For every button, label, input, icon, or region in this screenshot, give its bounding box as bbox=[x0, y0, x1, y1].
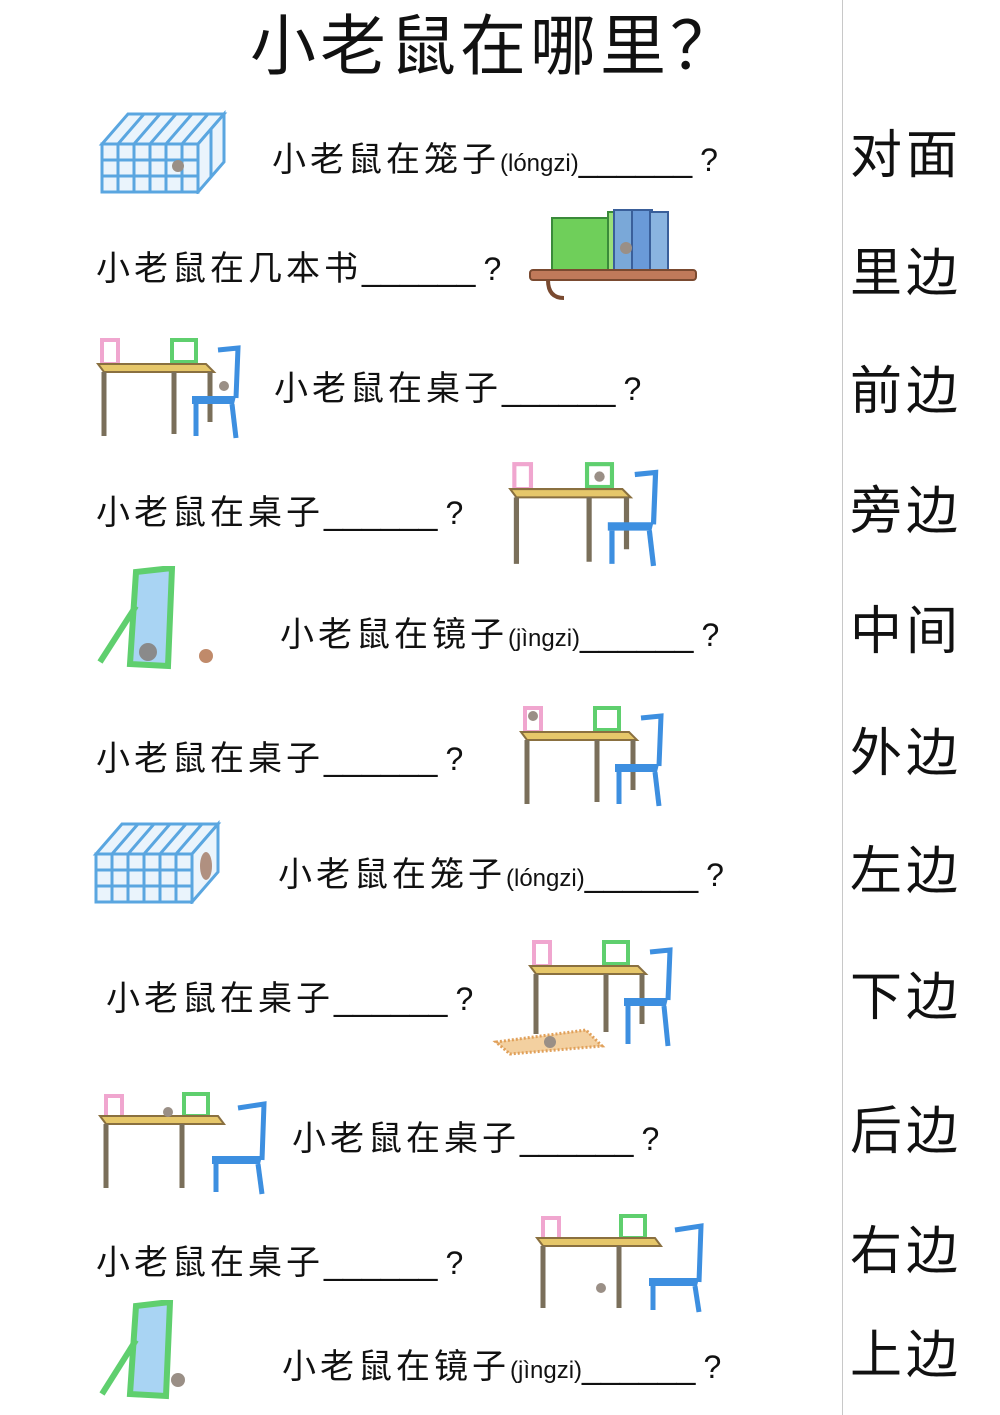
sentence-3: 小老鼠在桌子______? bbox=[274, 372, 641, 406]
mouse-icon bbox=[528, 711, 538, 721]
mouse-icon bbox=[139, 643, 157, 661]
question-mark: ? bbox=[445, 495, 464, 531]
answer-blank[interactable]: ______ bbox=[324, 740, 438, 778]
word-bank-item-7: 左边 bbox=[850, 842, 963, 902]
question-mark: ? bbox=[623, 371, 642, 407]
word-bank-item-6: 外边 bbox=[850, 724, 963, 784]
sentence-text: 小老鼠在笼子 bbox=[272, 140, 500, 180]
sentence-text: 小老鼠在桌子 bbox=[96, 739, 324, 779]
table-with-chairs-icon bbox=[508, 462, 659, 567]
mouse-icon bbox=[163, 1107, 173, 1117]
question-mark: ? bbox=[483, 251, 502, 287]
sentence-text: 小老鼠在桌子 bbox=[96, 493, 324, 533]
page-title: 小老鼠在哪里？ bbox=[250, 8, 740, 85]
sentence-pinyin: (jìngzi) bbox=[510, 1357, 583, 1384]
mouse-icon bbox=[219, 381, 229, 391]
answer-blank[interactable]: ______ bbox=[520, 1120, 634, 1158]
sentence-7: 小老鼠在笼子(lóngzi)______? bbox=[278, 858, 724, 892]
sentence-text: 小老鼠在几本书 bbox=[96, 249, 362, 289]
word-bank-item-2: 里边 bbox=[850, 244, 963, 304]
mouse-icon bbox=[199, 649, 213, 663]
mouse-icon bbox=[172, 160, 184, 172]
sentence-pinyin: (jìngzi) bbox=[508, 625, 581, 652]
mouse-icon bbox=[171, 1373, 185, 1387]
answer-blank[interactable]: ______ bbox=[324, 494, 438, 532]
books-on-shelf-icon bbox=[529, 209, 697, 300]
mouse-icon bbox=[594, 471, 605, 482]
word-bank-item-3: 前边 bbox=[850, 362, 963, 422]
sentence-9: 小老鼠在桌子______? bbox=[292, 1122, 659, 1156]
sentence-6: 小老鼠在桌子______? bbox=[96, 742, 463, 776]
word-bank-item-5: 中间 bbox=[850, 602, 963, 662]
sentence-11: 小老鼠在镜子(jìngzi)______? bbox=[282, 1350, 721, 1384]
word-bank-item-10: 右边 bbox=[850, 1222, 963, 1282]
answer-blank[interactable]: ______ bbox=[362, 250, 476, 288]
mouse-icon bbox=[200, 852, 212, 880]
sentence-text: 小老鼠在桌子 bbox=[274, 369, 502, 409]
sentence-8: 小老鼠在桌子______? bbox=[106, 982, 473, 1016]
answer-blank[interactable]: ______ bbox=[334, 980, 448, 1018]
sentence-text: 小老鼠在镜子 bbox=[282, 1347, 510, 1387]
table-with-chairs-icon bbox=[492, 940, 673, 1056]
mouse-icon bbox=[596, 1283, 606, 1293]
question-mark: ? bbox=[701, 617, 720, 653]
table-with-chairs-icon bbox=[96, 338, 241, 439]
mouse-icon bbox=[544, 1036, 556, 1048]
sentence-4: 小老鼠在桌子______? bbox=[96, 496, 463, 530]
answer-blank[interactable]: ______ bbox=[578, 141, 693, 179]
sentence-text: 小老鼠在笼子 bbox=[278, 855, 506, 895]
sentence-pinyin: (lóngzi) bbox=[500, 150, 579, 177]
mirror-icon bbox=[97, 566, 213, 670]
question-mark: ? bbox=[703, 1349, 722, 1385]
sentence-5: 小老鼠在镜子(jìngzi)______? bbox=[280, 618, 719, 652]
answer-blank[interactable]: ______ bbox=[502, 370, 616, 408]
question-mark: ? bbox=[700, 142, 718, 178]
column-divider bbox=[842, 0, 843, 1415]
question-mark: ? bbox=[455, 981, 474, 1017]
cage-icon bbox=[92, 819, 222, 904]
mirror-icon bbox=[99, 1300, 185, 1400]
answer-blank[interactable]: ______ bbox=[584, 856, 699, 894]
word-bank-item-8: 下边 bbox=[850, 968, 963, 1028]
sentence-text: 小老鼠在桌子 bbox=[106, 979, 334, 1019]
question-mark: ? bbox=[706, 857, 724, 893]
table-with-chairs-icon bbox=[519, 706, 664, 807]
sentence-2: 小老鼠在几本书______? bbox=[96, 252, 501, 286]
sentence-1: 小老鼠在笼子(lóngzi)______? bbox=[272, 143, 718, 177]
question-mark: ? bbox=[445, 1245, 464, 1281]
answer-blank[interactable]: ______ bbox=[324, 1244, 438, 1282]
answer-blank[interactable]: ______ bbox=[582, 1348, 696, 1386]
sentence-text: 小老鼠在镜子 bbox=[280, 615, 508, 655]
word-bank-item-1: 对面 bbox=[850, 126, 963, 186]
word-bank-item-9: 后边 bbox=[850, 1102, 963, 1162]
cage-icon bbox=[98, 109, 228, 194]
answer-blank[interactable]: ______ bbox=[580, 616, 694, 654]
question-mark: ? bbox=[445, 741, 464, 777]
sentence-text: 小老鼠在桌子 bbox=[96, 1243, 324, 1283]
mouse-icon bbox=[620, 242, 632, 254]
sentence-10: 小老鼠在桌子______? bbox=[96, 1246, 463, 1280]
word-bank-item-4: 旁边 bbox=[850, 482, 963, 542]
sentence-text: 小老鼠在桌子 bbox=[292, 1119, 520, 1159]
table-with-chairs-icon bbox=[535, 1214, 704, 1313]
table-with-chairs-icon bbox=[98, 1092, 267, 1195]
question-mark: ? bbox=[641, 1121, 660, 1157]
sentence-pinyin: (lóngzi) bbox=[506, 865, 585, 892]
word-bank-item-11: 上边 bbox=[850, 1326, 963, 1386]
